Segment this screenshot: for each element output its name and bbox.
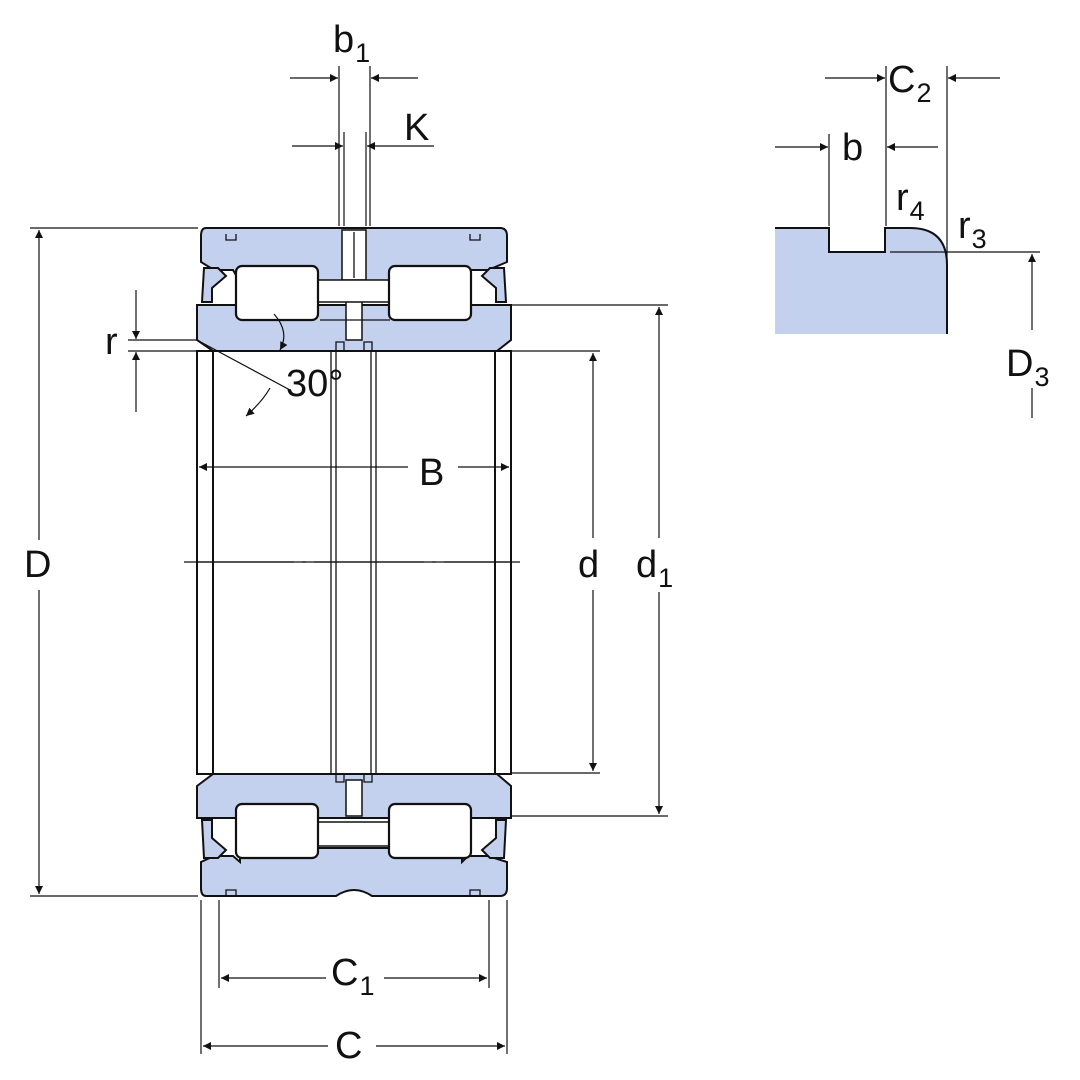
dimension-b1: b1 <box>290 19 418 226</box>
label-C1: C1 <box>331 952 374 1001</box>
cage-bottom <box>317 821 391 847</box>
label-r: r <box>105 321 118 363</box>
dimension-r-chamfer: r 30° <box>105 290 343 417</box>
label-C: C <box>335 1025 362 1067</box>
label-r4: r4 <box>896 177 925 226</box>
dimension-B: B <box>199 452 509 494</box>
label-b1: b1 <box>333 19 370 68</box>
dimension-C2: C2 <box>825 59 1000 262</box>
label-C2: C2 <box>888 59 931 108</box>
cage-top <box>317 279 391 303</box>
dimension-K: K <box>292 107 434 226</box>
dimension-d1: d1 <box>512 304 673 817</box>
dimension-D: D <box>24 227 198 897</box>
seal-top-left <box>200 267 228 303</box>
outer-ring-bottom <box>200 847 508 897</box>
label-D: D <box>24 544 51 586</box>
roller-bottom-left <box>234 802 320 860</box>
label-d1: d1 <box>636 544 673 593</box>
label-r3: r3 <box>958 205 987 254</box>
roller-top-right <box>387 264 473 322</box>
roller-bottom-right <box>387 802 473 860</box>
label-B: B <box>419 452 444 494</box>
seal-bottom-left <box>200 819 228 859</box>
label-D3: D3 <box>1006 343 1049 392</box>
dimension-C: C <box>200 900 508 1067</box>
dimension-d: d <box>512 350 600 774</box>
dimension-C1: C1 <box>218 900 490 1001</box>
label-K: K <box>404 107 429 149</box>
dimension-D3: D3 <box>890 251 1049 418</box>
main-section-view: D d d1 B C1 <box>24 19 673 1067</box>
seal-top-right <box>480 267 508 303</box>
label-30-degrees: 30° <box>286 363 343 405</box>
roller-top-left <box>234 264 320 322</box>
seal-bottom-right <box>480 819 508 859</box>
label-b: b <box>842 127 863 169</box>
outer-ring-detail-view: C2 b r4 r3 D3 <box>775 59 1049 418</box>
label-d: d <box>578 544 599 586</box>
dimension-b: b <box>775 127 938 226</box>
